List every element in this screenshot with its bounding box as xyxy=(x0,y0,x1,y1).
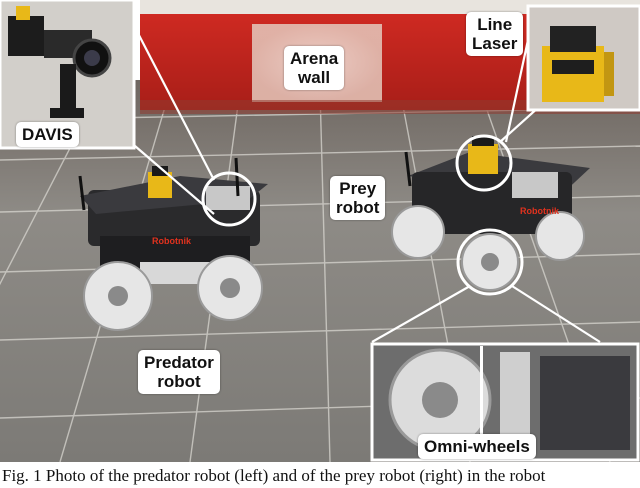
line-laser-inset-photo xyxy=(526,4,640,112)
label-predator-robot: Predator robot xyxy=(138,350,220,394)
label-davis: DAVIS xyxy=(16,122,79,147)
label-prey-robot: Prey robot xyxy=(330,176,386,220)
line-laser-highlight xyxy=(455,134,513,192)
label-arena-wall: Arena wall xyxy=(284,46,345,90)
photo-scene: Robotnik Robotnik xyxy=(0,0,640,462)
label-line-laser: Line Laser xyxy=(466,12,524,56)
callout-lines xyxy=(127,13,601,343)
predator-robot xyxy=(78,157,268,331)
omni-wheel-highlight xyxy=(456,228,524,296)
predator-robot-logo: Robotnik xyxy=(152,236,192,246)
prey-robot-logo: Robotnik xyxy=(520,206,560,216)
wall-top-strip xyxy=(140,0,640,14)
label-omni-wheels: Omni-wheels xyxy=(418,434,536,459)
figure-caption: Fig. 1 Photo of the predator robot (left… xyxy=(2,466,546,485)
davis-camera-highlight xyxy=(201,171,257,227)
prey-robot xyxy=(391,136,590,291)
